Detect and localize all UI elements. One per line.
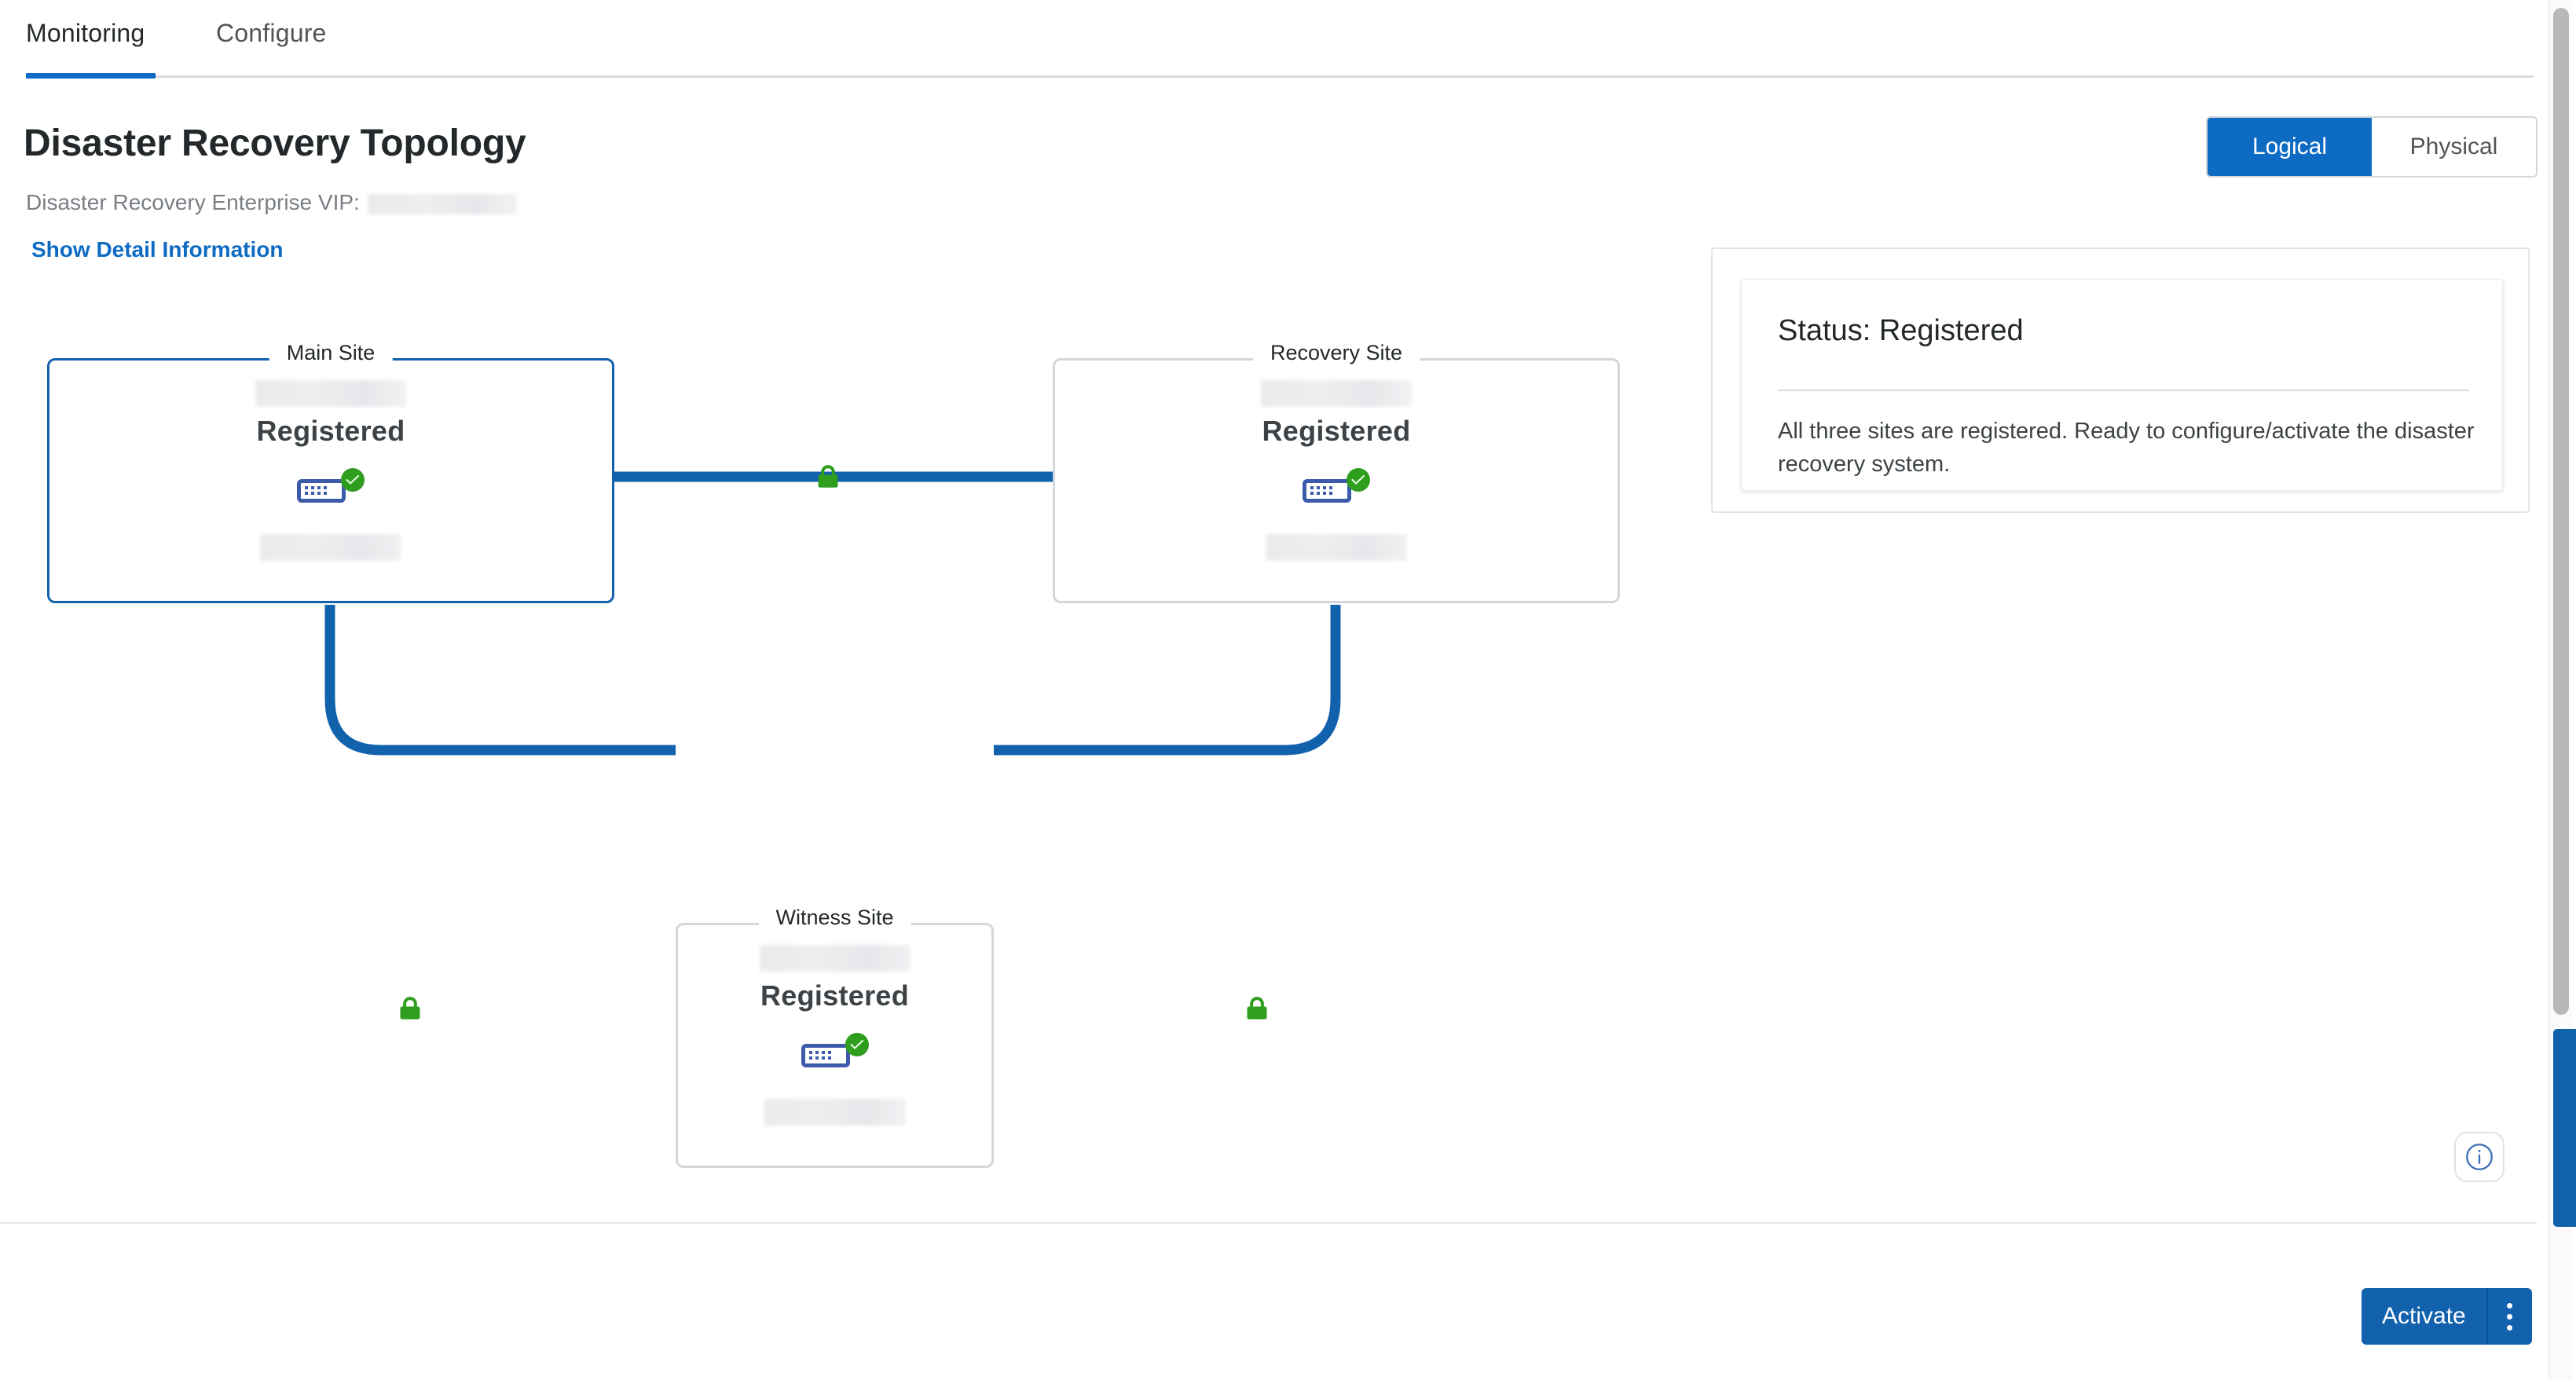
lock-icon-recovery-witness: [1245, 997, 1269, 1020]
switch-icon: [801, 1044, 850, 1067]
lock-icon-main-recovery: [816, 465, 840, 489]
node-status: Registered: [256, 415, 405, 447]
vertical-dots-icon[interactable]: [2488, 1288, 2532, 1345]
node-status: Registered: [760, 979, 910, 1012]
node-hostname-redacted: [1261, 380, 1412, 407]
status-title: Status: Registered: [1778, 314, 2024, 347]
check-ok-icon: [1347, 468, 1370, 492]
topology-canvas: Main Site Registered: [0, 259, 2560, 1217]
node-ip-redacted: [1266, 534, 1407, 561]
vip-value-redacted: [367, 193, 517, 214]
node-device: [1303, 468, 1370, 512]
node-label: Recovery Site: [1252, 341, 1420, 365]
tab-bar-divider: [26, 75, 2534, 78]
vip-label: Disaster Recovery Enterprise VIP:: [26, 190, 360, 214]
status-card: Status: Registered All three sites are r…: [1741, 279, 2503, 491]
check-ok-icon: [341, 468, 365, 492]
view-mode-toggle[interactable]: Logical Physical: [2206, 116, 2538, 178]
node-status: Registered: [1262, 415, 1411, 447]
topology-node-recovery-site[interactable]: Recovery Site Registered: [1053, 341, 1620, 603]
node-ip-redacted: [764, 1099, 906, 1126]
node-device: [801, 1033, 869, 1077]
tab-active-indicator: [26, 73, 156, 79]
vip-row: Disaster Recovery Enterprise VIP:: [26, 190, 517, 215]
check-ok-icon: [845, 1033, 869, 1056]
footer-divider: [0, 1222, 2537, 1224]
switch-icon: [1303, 479, 1351, 503]
node-label: Main Site: [269, 341, 393, 365]
activate-split-button[interactable]: Activate: [2362, 1288, 2532, 1345]
node-hostname-redacted: [255, 380, 406, 407]
tab-configure[interactable]: Configure: [216, 19, 327, 47]
status-description: All three sites are registered. Ready to…: [1778, 419, 2475, 478]
status-divider: [1778, 390, 2469, 391]
link-recovery-to-witness: [994, 605, 1341, 756]
topology-node-witness-site[interactable]: Witness Site Registered: [676, 906, 994, 1168]
node-ip-redacted: [260, 534, 401, 561]
lock-icon-main-witness: [398, 997, 422, 1020]
node-body: Registered: [676, 945, 994, 1126]
page-title: Disaster Recovery Topology: [24, 123, 526, 164]
view-mode-physical[interactable]: Physical: [2372, 118, 2536, 176]
side-panel-handle[interactable]: [2553, 1029, 2576, 1227]
activate-button[interactable]: Activate: [2362, 1288, 2488, 1345]
switch-icon: [297, 479, 346, 503]
node-body: Registered: [47, 380, 614, 561]
info-button[interactable]: [2454, 1132, 2505, 1182]
node-hostname-redacted: [759, 945, 911, 972]
node-body: Registered: [1053, 380, 1620, 561]
vertical-scrollbar-thumb[interactable]: [2553, 8, 2569, 1015]
tab-monitoring[interactable]: Monitoring: [26, 19, 145, 47]
status-panel: Status: Registered All three sites are r…: [1711, 247, 2530, 513]
link-main-to-witness: [324, 605, 676, 756]
show-detail-information-link[interactable]: Show Detail Information: [31, 237, 284, 262]
node-label: Witness Site: [758, 906, 911, 930]
info-circle-icon: [2466, 1144, 2493, 1170]
node-device: [297, 468, 365, 512]
view-mode-logical[interactable]: Logical: [2208, 118, 2372, 176]
topology-node-main-site[interactable]: Main Site Registered: [47, 341, 614, 603]
tab-bar: Monitoring Configure: [0, 0, 2560, 79]
